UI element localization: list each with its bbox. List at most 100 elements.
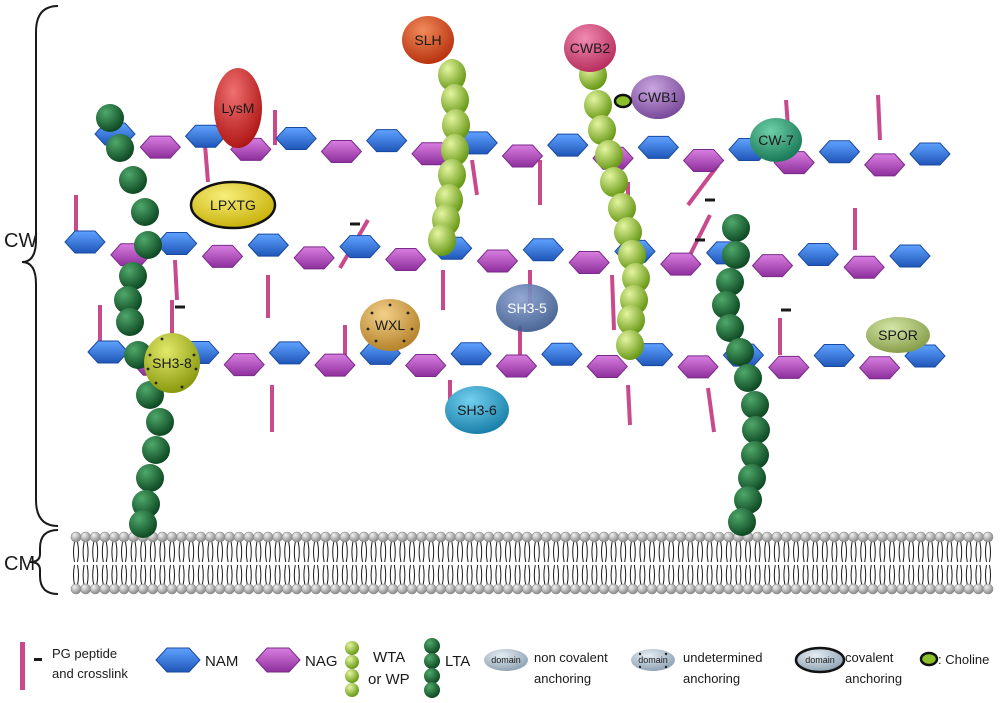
lipid-tail bbox=[735, 564, 742, 586]
lipid-tail bbox=[869, 564, 876, 586]
lipid-tail bbox=[533, 564, 540, 586]
legend-peptide-icon bbox=[20, 642, 25, 690]
lipid-tail bbox=[495, 564, 502, 586]
lipid-tail bbox=[255, 564, 262, 586]
lipid-tail bbox=[178, 564, 185, 586]
lipid-tail bbox=[236, 564, 243, 586]
lipid-tail bbox=[418, 564, 425, 586]
legend-wta-label-1: WTA bbox=[373, 649, 405, 666]
undetermined-dot bbox=[146, 367, 150, 371]
undetermined-domain-icon bbox=[631, 649, 675, 671]
lipid-tail bbox=[476, 564, 483, 586]
cm-label: CM bbox=[4, 553, 35, 575]
lipid-head bbox=[80, 531, 91, 543]
wta-bead bbox=[428, 224, 456, 256]
lipid-head bbox=[838, 583, 850, 595]
lipid-tail bbox=[399, 564, 406, 586]
lipid-tail bbox=[293, 541, 300, 563]
lipid-head bbox=[214, 583, 226, 595]
lipid-head bbox=[886, 531, 898, 543]
wta-bead bbox=[441, 84, 469, 116]
lipid-tail bbox=[917, 541, 924, 563]
crosslink-mark bbox=[175, 305, 185, 309]
lipid-tail bbox=[754, 541, 761, 563]
nag-sugar bbox=[385, 247, 427, 271]
legend-choline: : Choline bbox=[919, 651, 989, 667]
cwb1-domain: CWB1 bbox=[631, 75, 685, 119]
lipid-tail bbox=[226, 541, 233, 563]
undetermined-dot bbox=[192, 353, 196, 357]
lta-bead bbox=[742, 416, 770, 444]
lipid-head bbox=[464, 583, 475, 595]
wxl-label: WXL bbox=[375, 317, 406, 333]
lipid-head bbox=[608, 531, 619, 543]
lipid-head bbox=[262, 583, 274, 595]
lipid-tail bbox=[620, 541, 627, 563]
nag-sugar bbox=[476, 249, 519, 273]
lipid-head bbox=[685, 531, 696, 543]
lipid-tail bbox=[831, 564, 838, 586]
lipid-head bbox=[425, 531, 437, 543]
lipid-tail bbox=[821, 564, 828, 586]
lta-bead bbox=[734, 364, 762, 392]
lipid-tail bbox=[313, 564, 319, 586]
lta-bead bbox=[728, 508, 756, 536]
lta-bead bbox=[119, 262, 147, 290]
nag-hexagon-icon bbox=[255, 647, 301, 673]
lipid-tail bbox=[188, 541, 195, 563]
lipid-head bbox=[291, 583, 303, 595]
nam-sugar bbox=[818, 140, 861, 164]
lipid-tail bbox=[92, 564, 99, 586]
wta-bead bbox=[622, 263, 650, 293]
legend: PG peptide and crosslink NAM NAG WTA or … bbox=[20, 638, 989, 698]
lipid-head bbox=[617, 583, 629, 595]
lipid-tail bbox=[313, 541, 319, 563]
lipid-head bbox=[339, 531, 351, 543]
lipid-tail bbox=[783, 564, 790, 586]
lipid-head bbox=[973, 583, 984, 595]
lipid-head bbox=[464, 531, 475, 543]
lipid-head bbox=[790, 583, 802, 595]
lipid-tail bbox=[159, 541, 166, 563]
lipid-head bbox=[723, 531, 735, 543]
lysm-label: LysM bbox=[222, 100, 255, 116]
lipid-head bbox=[243, 531, 255, 543]
lipid-tail bbox=[879, 541, 886, 563]
lipid-head bbox=[147, 583, 159, 595]
lipid-head bbox=[733, 583, 744, 595]
slh-shape bbox=[402, 16, 454, 64]
lta-bead bbox=[116, 308, 144, 336]
lipid-head bbox=[781, 583, 792, 595]
sh3-5-shape bbox=[496, 284, 558, 332]
lipid-tail bbox=[956, 541, 963, 563]
lipid-head bbox=[656, 583, 667, 595]
lipid-tail bbox=[985, 541, 991, 563]
lipid-tail bbox=[101, 541, 108, 563]
wta-bead bbox=[616, 330, 644, 360]
lipid-head bbox=[233, 531, 245, 543]
lipid-head bbox=[944, 531, 955, 543]
lipid-tail bbox=[351, 541, 358, 563]
lipid-head bbox=[819, 583, 831, 595]
legend-wta-label-2: or WP bbox=[368, 671, 410, 688]
lipid-head bbox=[886, 583, 898, 595]
lipid-tail bbox=[706, 564, 713, 586]
lipid-tail bbox=[610, 564, 617, 586]
lipid-tail bbox=[985, 564, 991, 586]
lipid-tail bbox=[620, 564, 627, 586]
lipid-head bbox=[80, 583, 91, 595]
lipid-tail bbox=[668, 541, 675, 563]
lipid-head bbox=[377, 583, 389, 595]
lipid-tail bbox=[361, 564, 367, 586]
lipid-head bbox=[867, 531, 879, 543]
lipid-tail bbox=[735, 541, 742, 563]
lipid-tail bbox=[649, 564, 655, 586]
lta-bead bbox=[119, 166, 147, 194]
lipid-head bbox=[243, 583, 255, 595]
lipid-tail bbox=[773, 541, 780, 563]
cytoplasmic-membrane bbox=[70, 531, 995, 595]
lipid-tail bbox=[466, 541, 473, 563]
lipid-head bbox=[953, 531, 965, 543]
nag-sugar bbox=[586, 354, 628, 378]
